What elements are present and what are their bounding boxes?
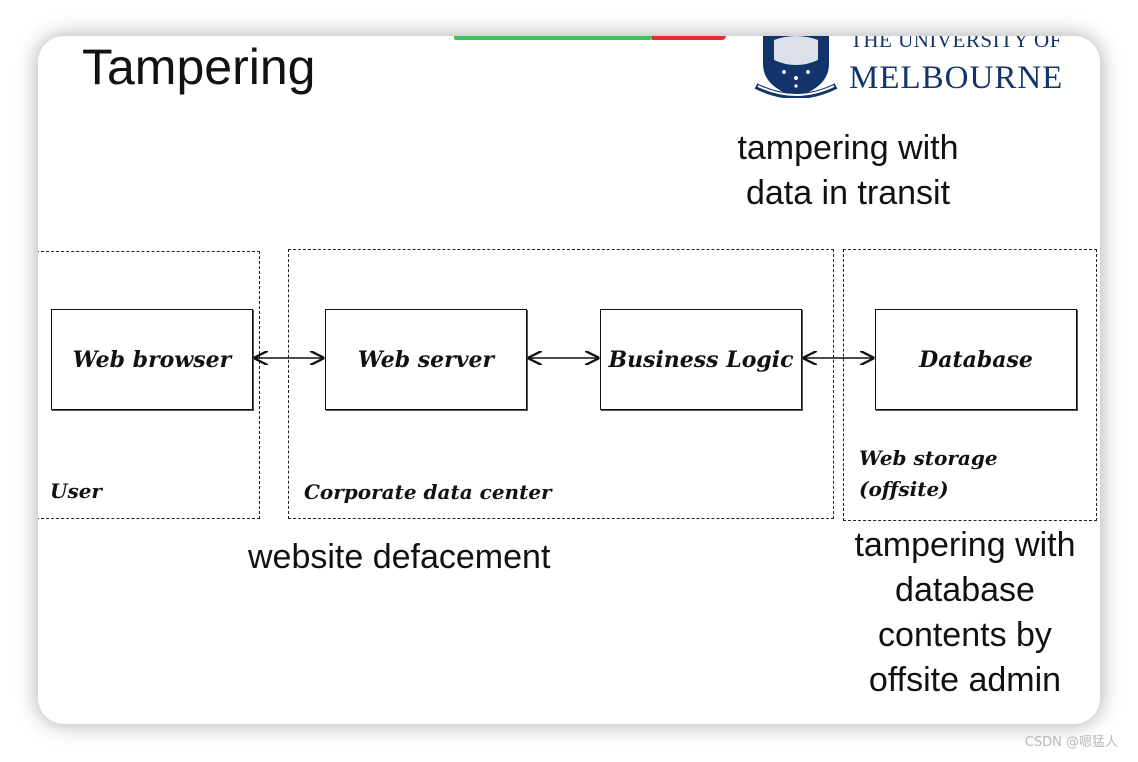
university-logo: THE UNIVERSITY OF MELBOURNE bbox=[746, 36, 1066, 100]
slide-progress-bar bbox=[454, 36, 726, 40]
logo-university-text: THE UNIVERSITY OF bbox=[850, 36, 1062, 52]
annotation-data-in-transit: tampering with data in transit bbox=[698, 126, 998, 216]
connector-arrows bbox=[38, 36, 1100, 724]
zone-web-storage-line: (offsite) bbox=[859, 477, 949, 501]
web-browser-box: Web browser bbox=[51, 309, 253, 410]
progress-played bbox=[454, 36, 652, 40]
database-box: Database bbox=[875, 309, 1077, 410]
annotation-database-tampering: tampering with database contents by offs… bbox=[830, 523, 1100, 703]
business-logic-box: Business Logic bbox=[600, 309, 802, 410]
web-server-box: Web server bbox=[325, 309, 527, 410]
web-browser-label: Web browser bbox=[72, 346, 232, 373]
slide-title: Tampering bbox=[82, 39, 316, 95]
zone-user bbox=[38, 251, 260, 519]
business-logic-label: Business Logic bbox=[608, 346, 794, 373]
watermark: CSDN @嗯猛人 bbox=[1024, 735, 1118, 750]
slide: Tampering THE UNIVERSITY OF MELBOURNE ta… bbox=[38, 36, 1100, 724]
zone-corporate-data-center bbox=[288, 249, 834, 519]
annotation-line: tampering with bbox=[737, 129, 959, 167]
logo-melbourne-text: MELBOURNE bbox=[849, 60, 1064, 96]
database-label: Database bbox=[919, 346, 1033, 373]
annotation-line: offsite admin bbox=[868, 661, 1062, 699]
zone-web-storage-label: Web storage (offsite) bbox=[859, 443, 998, 505]
web-server-label: Web server bbox=[357, 346, 495, 373]
zone-user-label: User bbox=[50, 479, 102, 503]
zone-web-storage-line: Web storage bbox=[859, 446, 998, 470]
annotation-website-defacement: website defacement bbox=[248, 538, 551, 576]
annotation-line: tampering with bbox=[854, 526, 1076, 564]
zone-web-storage bbox=[843, 249, 1097, 521]
annotation-line: database bbox=[895, 571, 1035, 609]
crest-icon bbox=[754, 36, 838, 98]
zone-corporate-label: Corporate data center bbox=[304, 480, 552, 504]
annotation-line: data in transit bbox=[745, 174, 951, 212]
progress-marker bbox=[652, 36, 726, 40]
annotation-line: contents by bbox=[878, 616, 1052, 654]
